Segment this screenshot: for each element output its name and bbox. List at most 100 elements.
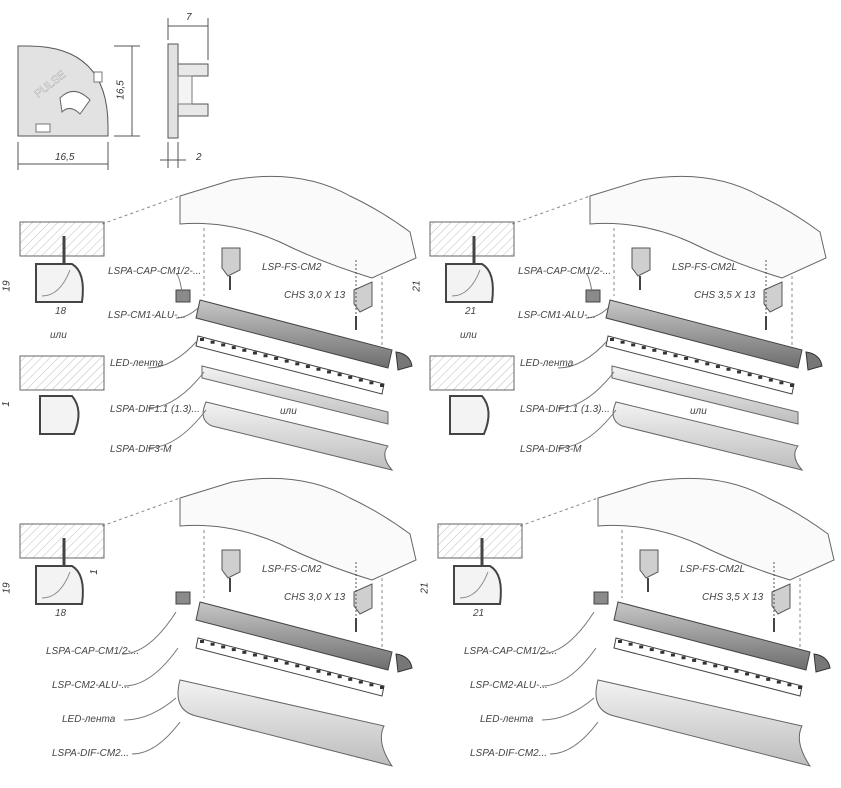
leader-line xyxy=(557,339,609,369)
leader-line xyxy=(557,371,615,409)
dim-height-tl: 19 xyxy=(1,280,13,292)
led-label-br: LED-лента xyxy=(480,714,534,725)
projection-line xyxy=(101,497,181,527)
led-chip xyxy=(380,384,384,387)
shelf xyxy=(179,175,417,279)
aluminium-profile xyxy=(605,299,803,369)
led-chip xyxy=(660,650,665,654)
led-chip xyxy=(787,683,792,687)
mounting-surface-section xyxy=(429,221,515,257)
dim-height-br: 21 xyxy=(419,582,431,594)
diffuser-curved xyxy=(612,401,804,471)
dim-width-tl: 18 xyxy=(55,306,67,317)
fs-clip-second xyxy=(771,583,791,615)
mounting-surface-section-alt xyxy=(19,355,105,391)
led-chip xyxy=(631,343,636,347)
led-chip xyxy=(726,367,731,371)
diffuser-cm2 xyxy=(177,679,394,767)
dim-width-tr: 21 xyxy=(465,306,477,317)
led-chip xyxy=(242,348,247,352)
led-chip xyxy=(252,653,257,657)
led-chip xyxy=(221,343,226,347)
screw-label-tl: CHS 3,0 X 13 xyxy=(284,290,346,301)
cap-height-dim: 16,5 xyxy=(115,80,127,100)
leader-line xyxy=(541,647,597,687)
end-cap-front-view: PULSE xyxy=(17,45,140,170)
led-chip xyxy=(252,351,257,355)
profile-end-cap xyxy=(805,351,823,371)
led-chip xyxy=(798,686,802,689)
end-cap-part xyxy=(175,289,191,303)
led-chip xyxy=(358,378,363,382)
fs-clip-label-tl: LSP-FS-CM2 xyxy=(262,262,322,273)
projection-line xyxy=(519,497,599,527)
led-chip xyxy=(755,675,760,679)
aluminium-profile xyxy=(195,299,393,369)
led-chip xyxy=(779,381,784,385)
leader-line xyxy=(131,721,181,755)
led-chip xyxy=(692,658,697,662)
end-cap-part xyxy=(585,289,601,303)
mounting-surface-section xyxy=(19,221,105,257)
leader-line xyxy=(147,371,205,409)
dim-width-br: 21 xyxy=(473,608,485,619)
led-label-tl: LED-лента xyxy=(110,358,164,369)
assembly-panel-bl xyxy=(19,477,417,767)
mounting-surface-section xyxy=(19,523,105,559)
fs-clip xyxy=(221,247,241,277)
led-chip xyxy=(305,365,310,369)
dim-height-tr: 21 xyxy=(411,280,423,292)
profile-end-cap xyxy=(395,351,413,371)
fs-clip-label-tr: LSP-FS-CM2L xyxy=(672,262,738,273)
led-chip xyxy=(231,648,236,652)
led-chip xyxy=(670,653,675,657)
led-chip xyxy=(348,375,353,379)
led-chip xyxy=(790,384,794,387)
projection-line xyxy=(511,195,591,225)
shelf xyxy=(589,175,827,279)
cap-width-dim: 16,5 xyxy=(55,152,75,163)
leader-line xyxy=(557,409,617,449)
end-cap-part xyxy=(593,591,609,605)
led-chip xyxy=(316,669,321,673)
cap-label-br: LSPA-CAP-CM1/2-... xyxy=(464,646,558,657)
led-chip xyxy=(618,640,622,643)
profile-cross-section xyxy=(453,565,502,605)
led-chip xyxy=(274,356,279,360)
led-chip xyxy=(681,656,686,660)
diffuser-label-tl: LSPA-DIF1.1 (1.3)... xyxy=(110,404,200,415)
led-chip xyxy=(221,645,226,649)
cap-label-tr: LSPA-CAP-CM1/2-... xyxy=(518,266,612,277)
end-cap-side-view xyxy=(160,18,209,168)
profile-cross-section xyxy=(35,263,84,303)
cap-label-tl: LSPA-CAP-CM1/2-... xyxy=(108,266,202,277)
led-chip xyxy=(768,378,773,382)
screw-label-bl: CHS 3,0 X 13 xyxy=(284,592,346,603)
fs-clip xyxy=(631,247,651,277)
leader-line xyxy=(175,307,199,319)
leader-line xyxy=(539,611,595,655)
led-chip xyxy=(327,370,332,374)
fs-clip-label-br: LSP-FS-CM2L xyxy=(680,564,746,575)
led-chip xyxy=(231,346,236,350)
fs-clip-second xyxy=(353,583,373,615)
fs-clip xyxy=(221,549,241,579)
screw-label-br: CHS 3,5 X 13 xyxy=(702,592,764,603)
shelf xyxy=(597,477,835,581)
diffuser-label-tr: LSPA-DIF1.1 (1.3)... xyxy=(520,404,610,415)
led-chip xyxy=(649,648,654,652)
leader-line xyxy=(549,721,599,755)
fs-clip-second xyxy=(353,281,373,313)
led-chip xyxy=(723,667,728,671)
cap-label-bl: LSPA-CAP-CM1/2-... xyxy=(46,646,140,657)
diffuser-m-label-tl: LSPA-DIF3-M xyxy=(110,444,172,455)
led-chip xyxy=(639,645,644,649)
end-cap-part xyxy=(175,591,191,605)
profile-end-cap xyxy=(813,653,831,673)
leader-line xyxy=(147,409,207,449)
screw-label-tr: CHS 3,5 X 13 xyxy=(694,290,756,301)
led-chip xyxy=(694,359,699,363)
leader-line xyxy=(175,273,183,293)
